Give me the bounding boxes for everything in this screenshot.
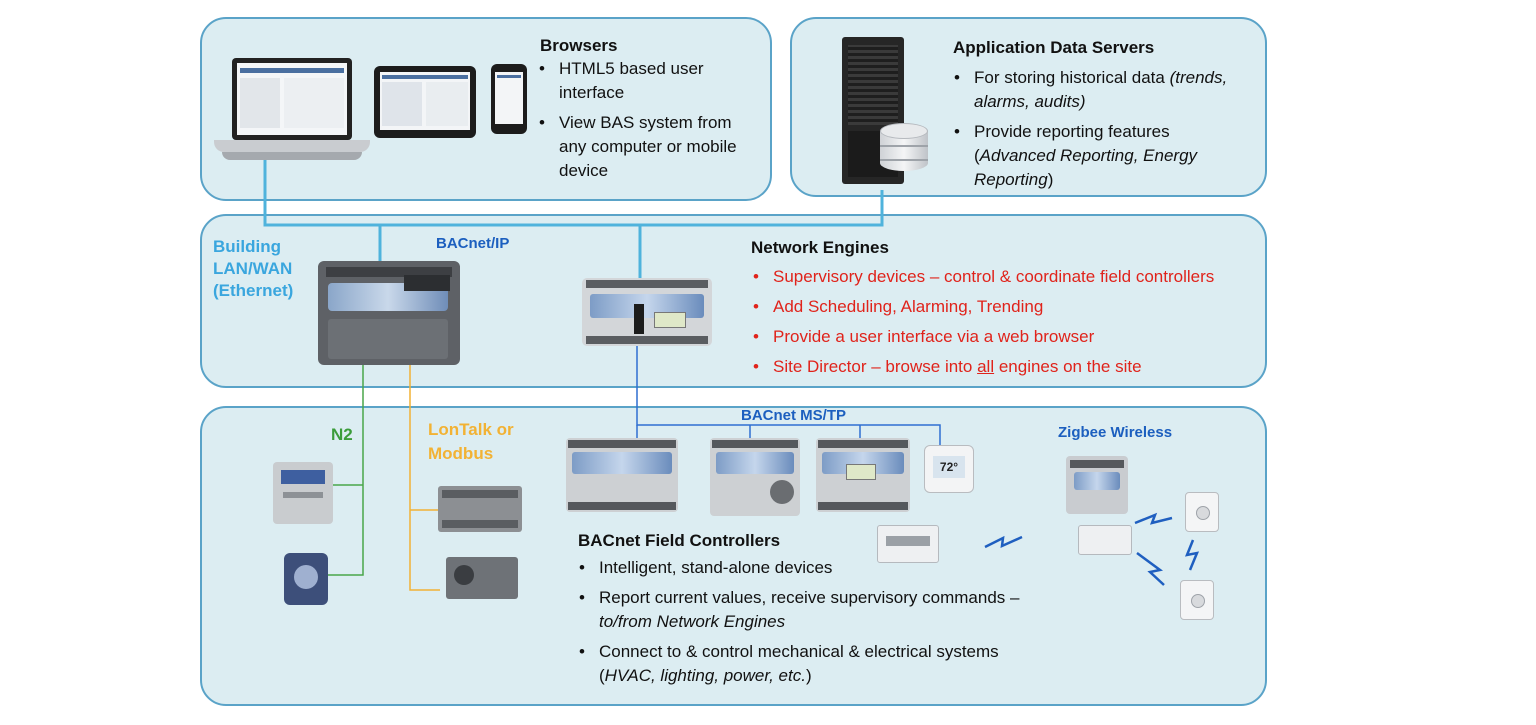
field-bullet-2-text: Report current values, receive superviso… xyxy=(599,588,1020,607)
phone-device xyxy=(491,64,527,134)
servers-bullet-2-end: ) xyxy=(1047,170,1054,189)
browsers-bullet-2: View BAS system from any computer or mob… xyxy=(537,111,762,183)
network-bullet-4-underline: all xyxy=(977,357,995,376)
field-bullet-3: Connect to & control mechanical & electr… xyxy=(577,640,1057,688)
zigbee-label: Zigbee Wireless xyxy=(1058,424,1173,441)
network-engines-bullets: Supervisory devices – control & coordina… xyxy=(751,265,1251,385)
field-controllers-title: BACnet Field Controllers xyxy=(578,531,781,550)
lon-controller xyxy=(446,557,518,599)
wireless-sensor-1 xyxy=(1185,492,1219,532)
n2-actuator xyxy=(284,553,328,605)
n2-label: N2 xyxy=(331,425,353,444)
network-bullet-3: Provide a user interface via a web brows… xyxy=(751,325,1251,349)
servers-bullet-2-text: Provide reporting features ( xyxy=(974,122,1170,165)
bacnet-ip-label: BACnet/IP xyxy=(436,235,510,252)
lon-wire xyxy=(409,365,440,591)
servers-bullets: For storing historical data (trends, ala… xyxy=(952,66,1252,198)
servers-bullet-1-text: For storing historical data xyxy=(974,68,1170,87)
database-icon xyxy=(880,123,928,179)
network-bullet-4-post: engines on the site xyxy=(994,357,1142,376)
servers-title: Application Data Servers xyxy=(953,38,1155,57)
field-bullet-3-end: ) xyxy=(805,666,812,685)
lan-wan-label: Building LAN/WAN (Ethernet) xyxy=(213,237,294,300)
servers-bullet-1: For storing historical data (trends, ala… xyxy=(952,66,1252,114)
network-bullet-4-pre: Site Director – browse into xyxy=(773,357,978,376)
zigbee-coordinator xyxy=(1066,456,1128,514)
laptop-device xyxy=(212,58,372,162)
zigbee-router xyxy=(1078,525,1132,555)
field-bullet-3-italic: HVAC, lighting, power, etc. xyxy=(604,666,806,685)
fec-controller xyxy=(816,438,910,512)
network-bullet-1: Supervisory devices – control & coordina… xyxy=(751,265,1251,289)
thermostat-display: 72° xyxy=(933,456,965,478)
lon-io-module xyxy=(438,486,522,532)
ethernet-lines xyxy=(263,160,884,282)
n2-wire xyxy=(325,365,364,576)
thermostat: 72° xyxy=(924,445,974,493)
network-bullet-4: Site Director – browse into all engines … xyxy=(751,355,1251,379)
wireless-bolts xyxy=(984,512,1200,586)
tablet-device xyxy=(374,66,476,138)
servers-bullet-1-italic: (trends, alarms, audits) xyxy=(974,68,1228,111)
field-bullet-2-italic: to/from Network Engines xyxy=(599,612,786,631)
n2-display-controller xyxy=(273,462,333,524)
field-bullet-3-text: Connect to & control mechanical & electr… xyxy=(599,642,999,685)
fac-controller xyxy=(566,438,678,512)
wireless-sensor-2 xyxy=(1180,580,1214,620)
browsers-bullets: HTML5 based user interface View BAS syst… xyxy=(537,57,762,189)
browsers-title: Browsers xyxy=(540,36,618,55)
lontalk-label: LonTalk or Modbus xyxy=(428,420,514,463)
servers-bullet-2: Provide reporting features (Advanced Rep… xyxy=(952,120,1252,192)
field-bullet-2: Report current values, receive superviso… xyxy=(577,586,1057,634)
network-engine-small xyxy=(582,278,712,346)
network-bullet-2: Add Scheduling, Alarming, Trending xyxy=(751,295,1251,319)
bacnet-mstp-label: BACnet MS/TP xyxy=(741,407,846,424)
field-bullet-1: Intelligent, stand-alone devices xyxy=(577,556,1057,580)
mstp-wire xyxy=(636,345,941,448)
network-engine-large xyxy=(318,261,460,365)
network-engines-title: Network Engines xyxy=(751,238,889,257)
field-controllers-bullets: Intelligent, stand-alone devices Report … xyxy=(577,556,1057,694)
servers-bullet-2-italic: Advanced Reporting, Energy Reporting xyxy=(974,146,1198,189)
browsers-bullet-1: HTML5 based user interface xyxy=(537,57,762,105)
vma-controller xyxy=(710,438,800,516)
